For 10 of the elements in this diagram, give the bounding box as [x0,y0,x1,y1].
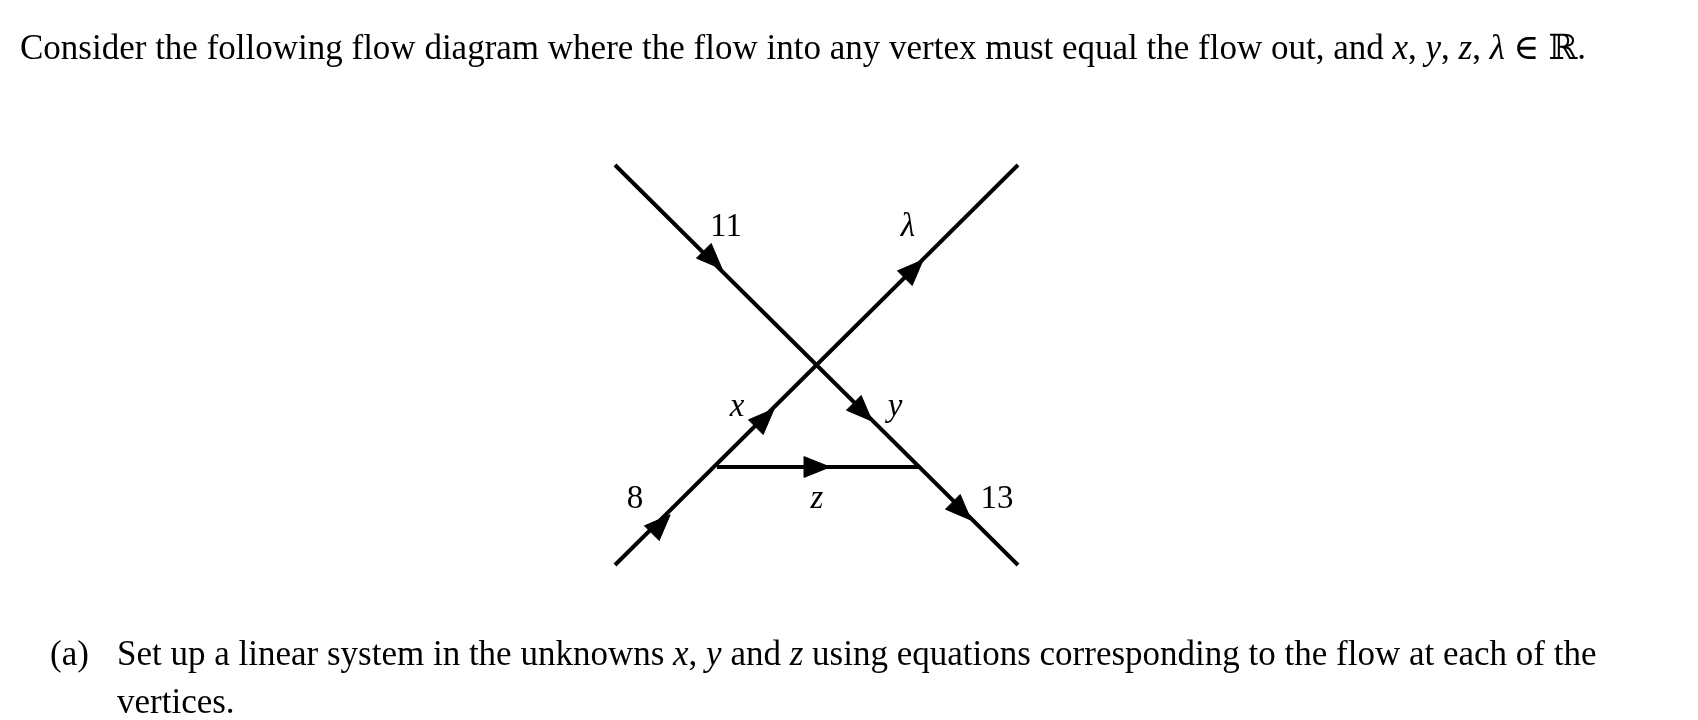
question-text: Set up a linear system in the unknowns x, y and z using equations corresponding to the flow at each of the vertices. [117,633,1598,720]
flow-label: 11 [710,207,742,243]
flow-label: 8 [626,479,644,515]
flow-label: x [729,387,745,423]
flow-label: z [810,479,824,515]
question-text: Consider the following flow diagram where the flow into any vertex must equal the flow out, and x, y, z, λ ∈ ℝ. [20,27,1588,69]
item-marker: (a) [50,633,89,675]
flow-label: 13 [980,479,1014,515]
flow-label: y [887,387,903,423]
flow-label: λ [900,207,916,243]
